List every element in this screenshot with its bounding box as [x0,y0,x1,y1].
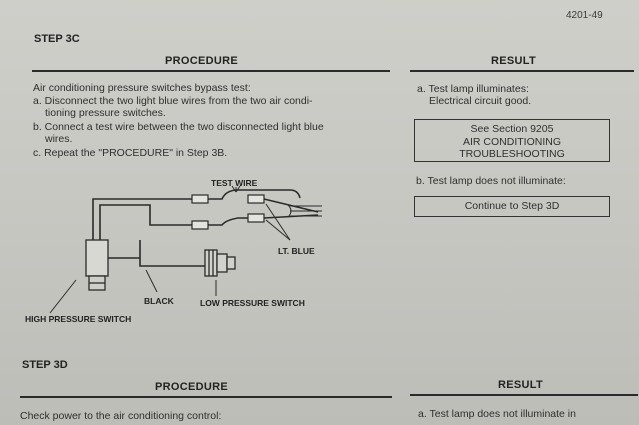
result-rule-3d [410,394,638,396]
result-a-line: a. Test lamp illuminates: [417,83,529,95]
procedure-header-3d: PROCEDURE [155,381,228,393]
procedure-header-3c: PROCEDURE [165,55,238,67]
result-a-line: Electrical circuit good. [429,95,532,107]
lt-blue-label: LT. BLUE [278,246,315,256]
procedure-line: wires. [45,133,73,145]
test-wire-label: TEST WIRE [211,178,258,188]
continue-box: Continue to Step 3D [414,196,610,217]
see-section-box: See Section 9205 AIR CONDITIONING TROUBL… [414,119,610,162]
result-3d-line: a. Test lamp does not illuminate in [418,408,576,420]
procedure-line: b. Connect a test wire between the two d… [33,121,324,133]
result-header-3c: RESULT [491,55,536,67]
high-pressure-switch-label: HIGH PRESSURE SWITCH [25,314,132,324]
high-pressure-switch-body [85,239,109,277]
connector-2 [191,220,209,230]
procedure-rule-3d [20,396,392,398]
connector-4 [247,213,265,223]
result-rule-3c [410,70,634,72]
connector-3 [247,194,265,204]
procedure-rule-3c [32,70,390,72]
page-number: 4201-49 [566,10,603,21]
wire-second [99,204,192,240]
black-label: BLACK [144,296,174,306]
box-line: AIR CONDITIONING [462,135,561,148]
procedure-3d-line: Check power to the air conditioning cont… [20,410,222,422]
low-pressure-switch-label: LOW PRESSURE SWITCH [200,298,305,308]
box-line: TROUBLESHOOTING [459,148,565,160]
procedure-line: a. Disconnect the two light blue wires f… [33,95,313,107]
black-wire [139,240,205,267]
wire-top [92,198,192,240]
step-3d-title: STEP 3D [22,359,68,371]
procedure-line: tioning pressure switches. [45,107,166,119]
procedure-line: Air conditioning pressure switches bypas… [33,82,251,94]
low-pressure-switch-body [204,249,218,277]
connector-1 [191,194,209,204]
result-b-line: b. Test lamp does not illuminate: [416,175,566,187]
box-line: See Section 9205 [470,123,554,135]
test-wire-lower [208,217,248,226]
step-3c-title: STEP 3C [34,33,80,45]
test-wire-loop [208,189,301,200]
result-header-3d: RESULT [498,379,543,391]
continue-label: Continue to Step 3D [464,200,560,212]
procedure-line: c. Repeat the "PROCEDURE" in Step 3B. [33,147,228,159]
